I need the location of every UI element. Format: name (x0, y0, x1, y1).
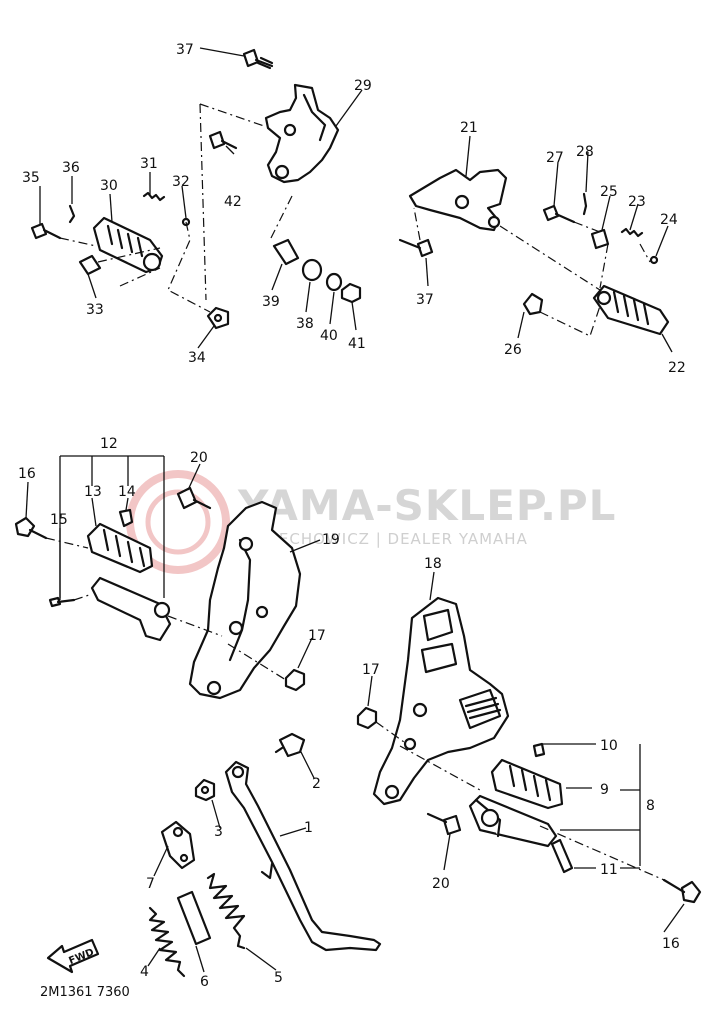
callout-35: 35 (22, 170, 40, 186)
pin-27 (542, 204, 576, 224)
pin-35 (30, 222, 62, 240)
washer-38 (301, 258, 323, 282)
callout-5: 5 (274, 970, 283, 986)
callout-15: 15 (50, 512, 68, 528)
fwd-arrow-icon: FWD (46, 938, 100, 974)
footpeg-30 (92, 216, 164, 274)
bolt-20-left (176, 486, 212, 510)
sleeve-6 (176, 890, 212, 946)
callout-24: 24 (660, 212, 678, 228)
callout-25: 25 (600, 184, 618, 200)
bolt-37-top (242, 48, 274, 70)
callout-numbers: 37 29 21 27 28 31 35 36 32 30 25 42 23 2… (18, 42, 686, 990)
screw-10 (532, 742, 546, 758)
callout-4: 4 (140, 964, 149, 980)
callout-19: 19 (322, 532, 340, 548)
front-right-footrest-group (356, 596, 702, 904)
callout-16-right: 16 (662, 936, 680, 952)
callout-20-right: 20 (432, 876, 450, 892)
bolt-16-right (662, 878, 702, 904)
rear-right-footrest-group (398, 168, 670, 337)
footpeg-8 (468, 794, 558, 848)
footpeg-15 (90, 576, 172, 642)
watermark-brand: YAMA-SKLEP.PL (237, 481, 616, 530)
callout-38: 38 (296, 316, 314, 332)
spring-31 (142, 191, 166, 202)
callout-21: 21 (460, 120, 478, 136)
callout-41: 41 (348, 336, 366, 352)
callout-2: 2 (312, 776, 321, 792)
spring-23 (620, 227, 644, 238)
bolt-2 (274, 732, 306, 758)
callout-30: 30 (100, 178, 118, 194)
collar-33 (78, 254, 102, 276)
nut-17-right (356, 706, 378, 730)
collar-25 (590, 228, 610, 250)
callout-31: 31 (140, 156, 158, 172)
callout-8: 8 (646, 798, 655, 814)
callout-10: 10 (600, 738, 618, 754)
collar-39 (272, 238, 300, 266)
bolt-11 (550, 838, 574, 874)
callout-17-right: 17 (362, 662, 380, 678)
callout-32: 32 (172, 174, 190, 190)
callout-13: 13 (84, 484, 102, 500)
callout-6: 6 (200, 974, 209, 990)
bolt-42 (208, 130, 238, 150)
callout-14: 14 (118, 484, 136, 500)
callout-7: 7 (146, 876, 155, 892)
bolt-37-right (398, 238, 434, 258)
callout-18: 18 (424, 556, 442, 572)
clip-36 (68, 204, 76, 224)
clip-28 (582, 192, 588, 216)
callout-16-left: 16 (18, 466, 36, 482)
footrest-bracket-18 (372, 596, 510, 806)
callout-23: 23 (628, 194, 646, 210)
callout-37-top: 37 (176, 42, 194, 58)
callout-40: 40 (320, 328, 338, 344)
washer-40 (325, 272, 343, 292)
callout-11: 11 (600, 862, 618, 878)
callout-37-right: 37 (416, 292, 434, 308)
callout-27: 27 (546, 150, 564, 166)
sidestand-1 (224, 760, 382, 952)
callout-9: 9 (600, 782, 609, 798)
callout-33: 33 (86, 302, 104, 318)
screw-14 (118, 508, 134, 528)
ball-24 (649, 255, 659, 265)
callout-22: 22 (668, 360, 686, 376)
leader-lines (25, 47, 685, 973)
pin-15 (48, 596, 76, 608)
nut-41 (340, 282, 362, 304)
callout-12: 12 (100, 436, 118, 452)
footpeg-rubber-13 (86, 522, 154, 574)
spring-5 (206, 872, 246, 950)
bolt-16-left (14, 516, 48, 540)
rear-left-footrest-group (30, 48, 362, 330)
callout-34: 34 (188, 350, 206, 366)
callout-36: 36 (62, 160, 80, 176)
callout-39: 39 (262, 294, 280, 310)
sidestand-group (148, 732, 382, 978)
callout-28: 28 (576, 144, 594, 160)
callout-3: 3 (214, 824, 223, 840)
nut-17-left (284, 668, 306, 692)
callout-26: 26 (504, 342, 522, 358)
callout-42: 42 (224, 194, 242, 210)
footpeg-rubber-9 (490, 758, 564, 810)
footrest-bracket-29 (264, 83, 340, 184)
callout-20-left: 20 (190, 450, 208, 466)
diagram-code: 2M1361 7360 (40, 985, 130, 1000)
bolt-20-right (426, 812, 462, 836)
spring-4 (148, 906, 186, 978)
callout-17-left: 17 (308, 628, 326, 644)
callout-29: 29 (354, 78, 372, 94)
watermark: YAMA-SKLEP.PL CIECHOWICZ | DEALER YAMAHA (126, 470, 616, 574)
callout-1: 1 (304, 820, 313, 836)
front-left-footrest-group (14, 486, 306, 700)
watermark-subtitle: CIECHOWICZ | DEALER YAMAHA (262, 530, 528, 548)
footpeg-22 (592, 284, 670, 336)
plate-26 (522, 292, 544, 316)
